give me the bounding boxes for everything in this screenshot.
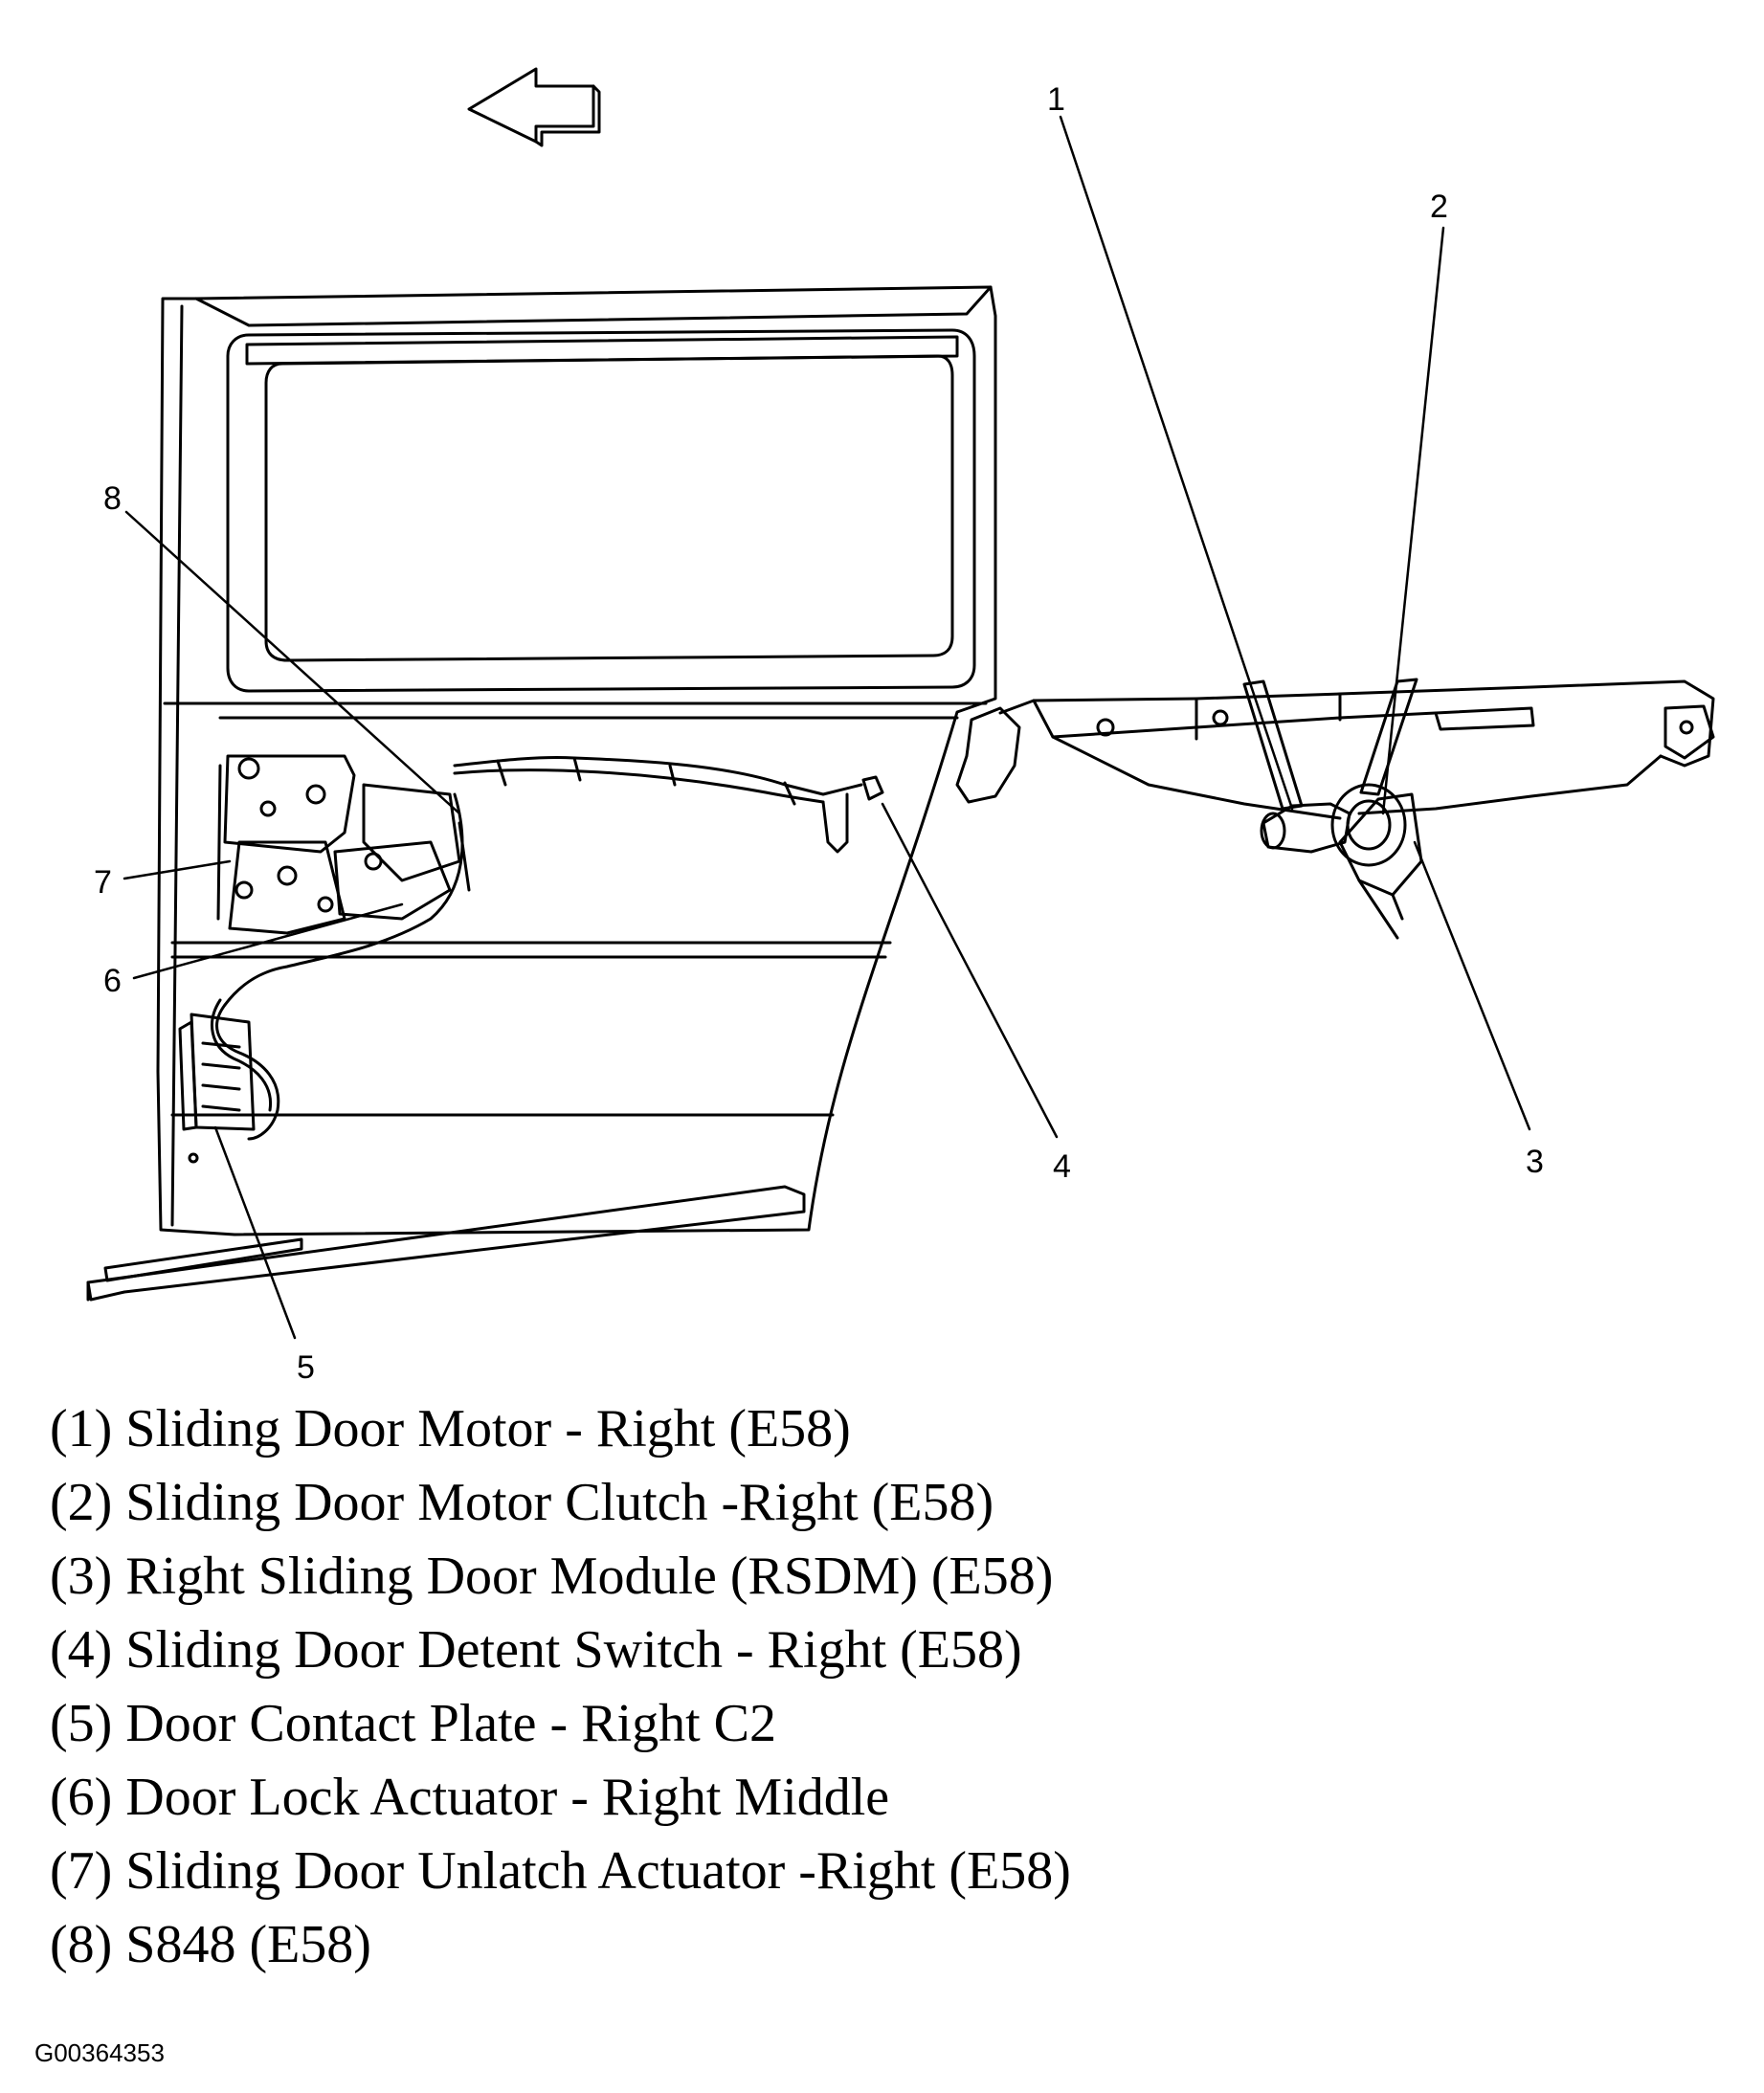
callout-1: 1 (1047, 81, 1065, 118)
direction-arrow-icon (467, 67, 601, 147)
upper-track-assembly (955, 678, 1715, 820)
callout-2: 2 (1430, 189, 1448, 225)
callout-4: 4 (1053, 1148, 1071, 1185)
leader-lines (123, 115, 1531, 1340)
sliding-door-panel (86, 285, 997, 1302)
door-contact-plate (178, 1013, 256, 1164)
door-motor-module (1260, 783, 1423, 940)
door-diagram: 1 2 3 4 5 6 7 8 (86, 67, 1715, 1386)
legend-item-2: (2) Sliding Door Motor Clutch -Right (E5… (50, 1473, 994, 1532)
legend-item-6: (6) Door Lock Actuator - Right Middle (50, 1768, 890, 1827)
legend-item-3: (3) Right Sliding Door Module (RSDM) (E5… (50, 1547, 1054, 1606)
legend-item-1: (1) Sliding Door Motor - Right (E58) (50, 1399, 851, 1458)
legend-item-5: (5) Door Contact Plate - Right C2 (50, 1694, 777, 1753)
callout-8: 8 (103, 480, 122, 517)
callout-7: 7 (94, 864, 112, 901)
wiring-harness (211, 756, 863, 1141)
figure-id: G00364353 (34, 2038, 165, 2067)
legend-item-8: (8) S848 (E58) (50, 1915, 371, 1974)
callout-3: 3 (1526, 1144, 1544, 1180)
latch-assembly (216, 754, 471, 935)
component-legend: (1) Sliding Door Motor - Right (E58) (2)… (50, 1392, 1734, 1982)
callout-6: 6 (103, 963, 122, 999)
callout-5: 5 (297, 1349, 315, 1386)
detent-switch (861, 775, 884, 801)
legend-item-7: (7) Sliding Door Unlatch Actuator -Right… (50, 1841, 1071, 1901)
legend-item-4: (4) Sliding Door Detent Switch - Right (… (50, 1620, 1022, 1680)
